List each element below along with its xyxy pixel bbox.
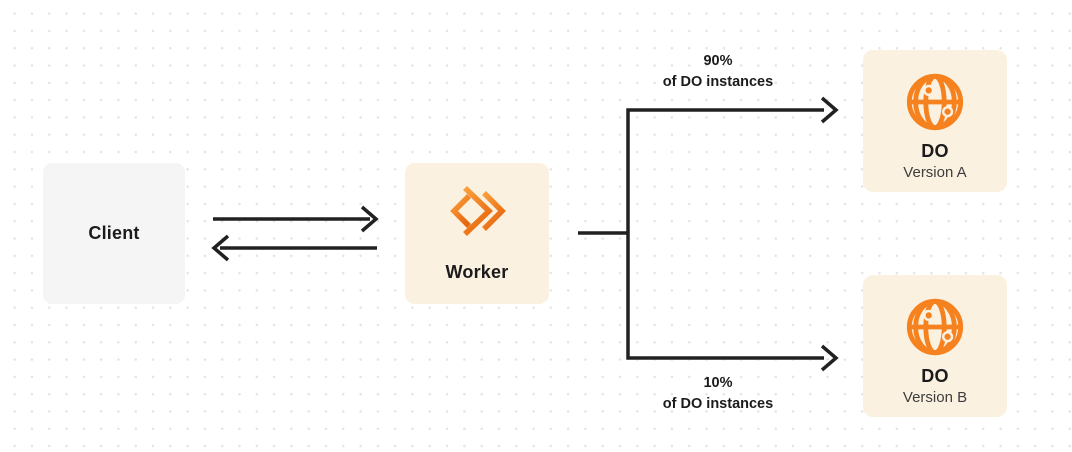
do-a-subtitle: Version A [903, 164, 967, 181]
branch-b-label: 10% of DO instances [608, 373, 828, 415]
client-label: Client [88, 223, 140, 243]
branch-b-caption: of DO instances [662, 396, 774, 412]
worker-label: Worker [445, 262, 509, 282]
branch-b-arrowhead [820, 344, 839, 372]
durable-object-globe-icon [906, 73, 964, 131]
split-branch-lines [626, 108, 824, 360]
workers-logo-icon [450, 186, 506, 236]
do-version-a-node: DO Version A [863, 50, 1007, 192]
branch-a-arrowhead [820, 96, 839, 124]
do-version-b-node: DO Version B [863, 275, 1007, 417]
client-node: Client [43, 163, 185, 304]
worker-node: Worker [405, 163, 549, 304]
do-b-subtitle: Version B [902, 389, 968, 406]
branch-a-caption: of DO instances [662, 74, 774, 90]
durable-object-globe-icon [906, 298, 964, 356]
do-b-title: DO [921, 366, 949, 386]
worker-to-client-arrowhead [211, 234, 230, 262]
branch-a-label: 90% of DO instances [608, 51, 828, 93]
branch-b-percent: 10% [703, 375, 733, 391]
branch-a-percent: 90% [703, 53, 733, 69]
do-a-title: DO [921, 141, 949, 161]
client-to-worker-arrowhead [360, 205, 379, 233]
